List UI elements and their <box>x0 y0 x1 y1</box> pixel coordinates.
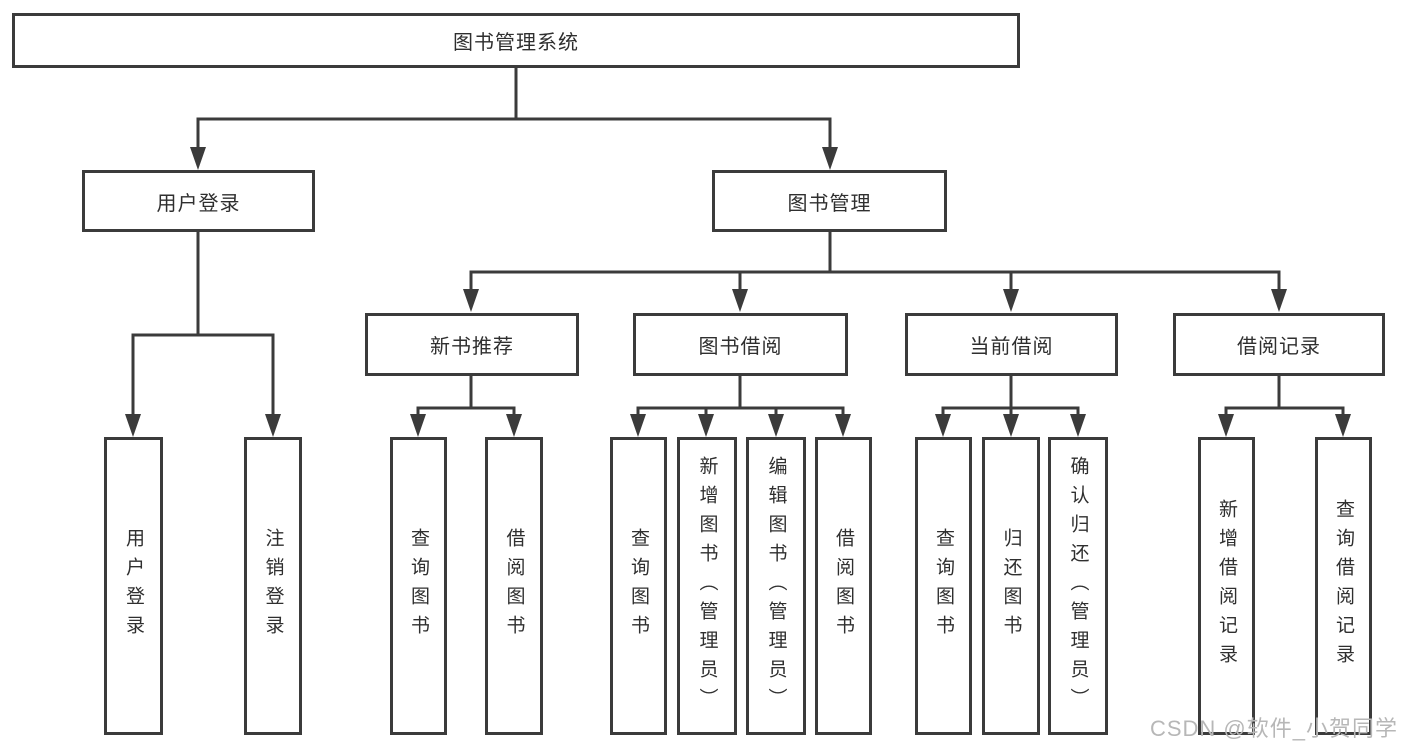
leaf-user-login: 用户登录 <box>104 437 163 735</box>
tree-edges <box>131 68 1345 418</box>
node-user-login: 用户登录 <box>82 170 315 232</box>
watermark: CSDN @软件_小贺同学 <box>1149 716 1398 741</box>
leaf-query-books-borrowing: 查询图书 <box>610 437 667 735</box>
leaf-return-books: 归还图书 <box>982 437 1040 735</box>
node-library-system: 图书管理系统 <box>12 13 1020 68</box>
leaf-edit-book-admin: 编辑图书（管理员） <box>746 437 806 735</box>
node-current-borrowing: 当前借阅 <box>905 313 1118 376</box>
leaf-add-borrow-record: 新增借阅记录 <box>1198 437 1255 735</box>
leaf-confirm-return-admin: 确认归还（管理员） <box>1048 437 1108 735</box>
leaf-query-borrow-record: 查询借阅记录 <box>1315 437 1372 735</box>
node-book-borrowing: 图书借阅 <box>633 313 848 376</box>
leaf-borrow-books-borrowing: 借阅图书 <box>815 437 872 735</box>
leaf-logout: 注销登录 <box>244 437 302 735</box>
arrowheads <box>125 147 1351 437</box>
leaf-query-books-recommend: 查询图书 <box>390 437 447 735</box>
leaf-query-books-current: 查询图书 <box>915 437 972 735</box>
node-book-management: 图书管理 <box>712 170 947 232</box>
node-new-book-recommend: 新书推荐 <box>365 313 579 376</box>
leaf-add-book-admin: 新增图书（管理员） <box>677 437 737 735</box>
node-borrow-records: 借阅记录 <box>1173 313 1385 376</box>
leaf-borrow-books-recommend: 借阅图书 <box>485 437 543 735</box>
